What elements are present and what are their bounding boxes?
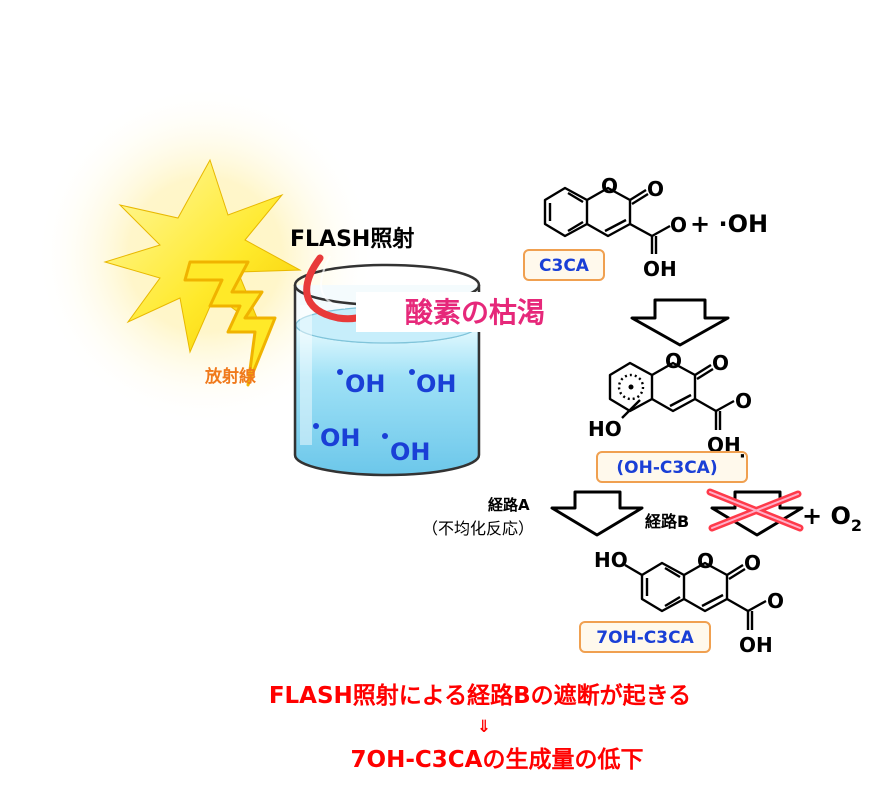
7oh-c3ca-acid-o: O [767, 589, 784, 613]
conclusion-line-2: 7OH-C3CAの生成量の低下 [351, 747, 644, 773]
molecule-c3ca [543, 186, 671, 254]
red-cross-icon [706, 488, 804, 532]
oh-c3ca-label: (OH-C3CA) [616, 458, 717, 478]
sun-burst-icon [35, 85, 375, 425]
oh-radical-1: OH [345, 370, 386, 398]
oh-c3ca-label-box [596, 451, 748, 483]
molecule-oh-c3ca-radical [608, 361, 735, 430]
7oh-c3ca-ring-o: O [697, 549, 714, 573]
7oh-c3ca-label-box [579, 621, 711, 653]
7oh-c3ca-acid-oh: OH [739, 633, 773, 657]
conclusion-line-1: FLASH照射による経路Bの遮断が起きる [269, 682, 691, 709]
c3ca-acid-o: O [670, 213, 687, 237]
oh-c3ca-ring-o: O [665, 349, 682, 373]
lightning-bolt-icon [183, 260, 277, 387]
plus-oh-label: + ·OH [690, 210, 768, 238]
c3ca-ring-o: O [601, 174, 618, 198]
oh-c3ca-radical-dot: · [739, 446, 746, 467]
7oh-c3ca-ho: HO [594, 548, 628, 572]
arrow-pathway-a [550, 490, 644, 537]
c3ca-label-box [523, 249, 605, 281]
pathway-a-label: 経路A [488, 496, 530, 514]
oh-radical-2: OH [416, 370, 457, 398]
c3ca-acid-oh: OH [643, 257, 677, 281]
oh-radicals: OH OH OH OH [313, 369, 457, 466]
flash-irradiation-label: FLASH照射 [290, 226, 414, 252]
plus-o2-label: + O2 [802, 502, 862, 535]
pathway-a-sublabel: （不均化反応） [422, 519, 534, 538]
molecule-7oh-c3ca [624, 561, 767, 630]
oh-c3ca-carbonyl-o: O [712, 351, 729, 375]
radiation-label: 放射線 [204, 366, 256, 387]
conclusion-arrow: ⇓ [477, 717, 491, 737]
arrow-down-1 [630, 298, 730, 347]
c3ca-label: C3CA [539, 256, 590, 276]
c3ca-carbonyl-o: O [647, 177, 664, 201]
pathway-b-label: 経路B [645, 512, 689, 531]
oh-c3ca-ho: HO [588, 417, 622, 441]
oh-radical-4: OH [390, 438, 431, 466]
oh-c3ca-acid-o: O [735, 389, 752, 413]
7oh-c3ca-label: 7OH-C3CA [596, 628, 694, 648]
7oh-c3ca-carbonyl-o: O [744, 551, 761, 575]
oxygen-depletion-label: 酸素の枯渇 [405, 296, 545, 329]
oh-radical-3: OH [320, 424, 361, 452]
